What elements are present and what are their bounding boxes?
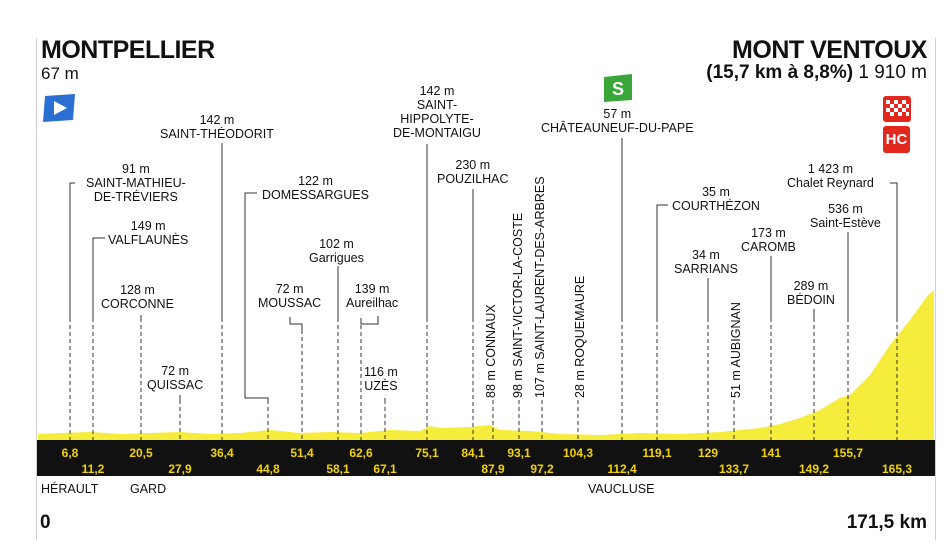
start-altitude: 67 m [41, 64, 79, 83]
svg-text:S: S [612, 79, 624, 99]
leader-line [244, 192, 269, 400]
km-marker: 51,4 [290, 446, 314, 460]
km-marker: 133,7 [718, 462, 750, 476]
km-marker: 62,6 [349, 446, 373, 460]
finish-altitude: 1 910 m [858, 62, 927, 83]
start-flag-icon [43, 94, 75, 122]
km-marker: 75,1 [415, 446, 439, 460]
km-marker: 93,1 [507, 446, 531, 460]
place-connaux: 88 m CONNAUX [484, 304, 498, 398]
sprint-icon: S [604, 74, 632, 102]
km-marker: 67,1 [373, 462, 397, 476]
profile-frame [36, 38, 936, 540]
leader-line [890, 182, 898, 318]
leader-line [69, 182, 75, 318]
leader-line [92, 237, 105, 318]
climb-details: (15,7 km à 8,8%) [706, 62, 854, 83]
leader-lines [69, 138, 898, 440]
km-marker: 27,9 [168, 462, 192, 476]
leader-line [360, 316, 379, 325]
km-marker: 36,4 [210, 446, 234, 460]
km-marker: 104,3 [562, 446, 594, 460]
km-marker: 20,5 [129, 446, 153, 460]
region-vaucluse: VAUCLUSE [588, 482, 655, 496]
region-herault: HÉRAULT [41, 482, 99, 496]
km-marker: 165,3 [881, 462, 913, 476]
km-marker: 155,7 [832, 446, 864, 460]
km-marker: 11,2 [81, 462, 105, 476]
place-saint-laurent: 107 m SAINT-LAURENT-DES-ARBRES [533, 176, 547, 398]
region-gard: GARD [130, 482, 167, 496]
km-marker: 141 [760, 446, 782, 460]
place-roquemaure: 28 m ROQUEMAURE [573, 275, 587, 398]
leader-line [289, 317, 303, 330]
km-band [37, 440, 935, 476]
km-marker: 129 [697, 446, 719, 460]
km-marker: 58,1 [326, 462, 350, 476]
km-marker: 97,2 [530, 462, 554, 476]
place-aubignan: 51 m AUBIGNAN [729, 302, 743, 398]
distance-end: 171,5 km [846, 512, 927, 533]
km-marker: 119,1 [642, 446, 672, 460]
finish-flag-icon [883, 96, 911, 122]
profile-fill [38, 290, 934, 440]
finish-city: MONT VENTOUX [732, 36, 927, 64]
distance-start: 0 [40, 512, 51, 533]
km-marker: 84,1 [461, 446, 485, 460]
start-city: MONTPELLIER [41, 36, 215, 64]
km-marker: 149,2 [798, 462, 830, 476]
leader-line [656, 204, 668, 318]
km-marker: 44,8 [256, 462, 280, 476]
km-marker: 87,9 [481, 462, 505, 476]
place-saint-victor: 98 m SAINT-VICTOR-LA-COSTE [511, 212, 525, 398]
km-marker: 6,8 [61, 446, 79, 460]
finish-climb-info: (15,7 km à 8,8%) 1 910 m [706, 62, 927, 84]
km-marker: 112,4 [607, 462, 637, 476]
hc-category-badge: HC [883, 126, 910, 153]
